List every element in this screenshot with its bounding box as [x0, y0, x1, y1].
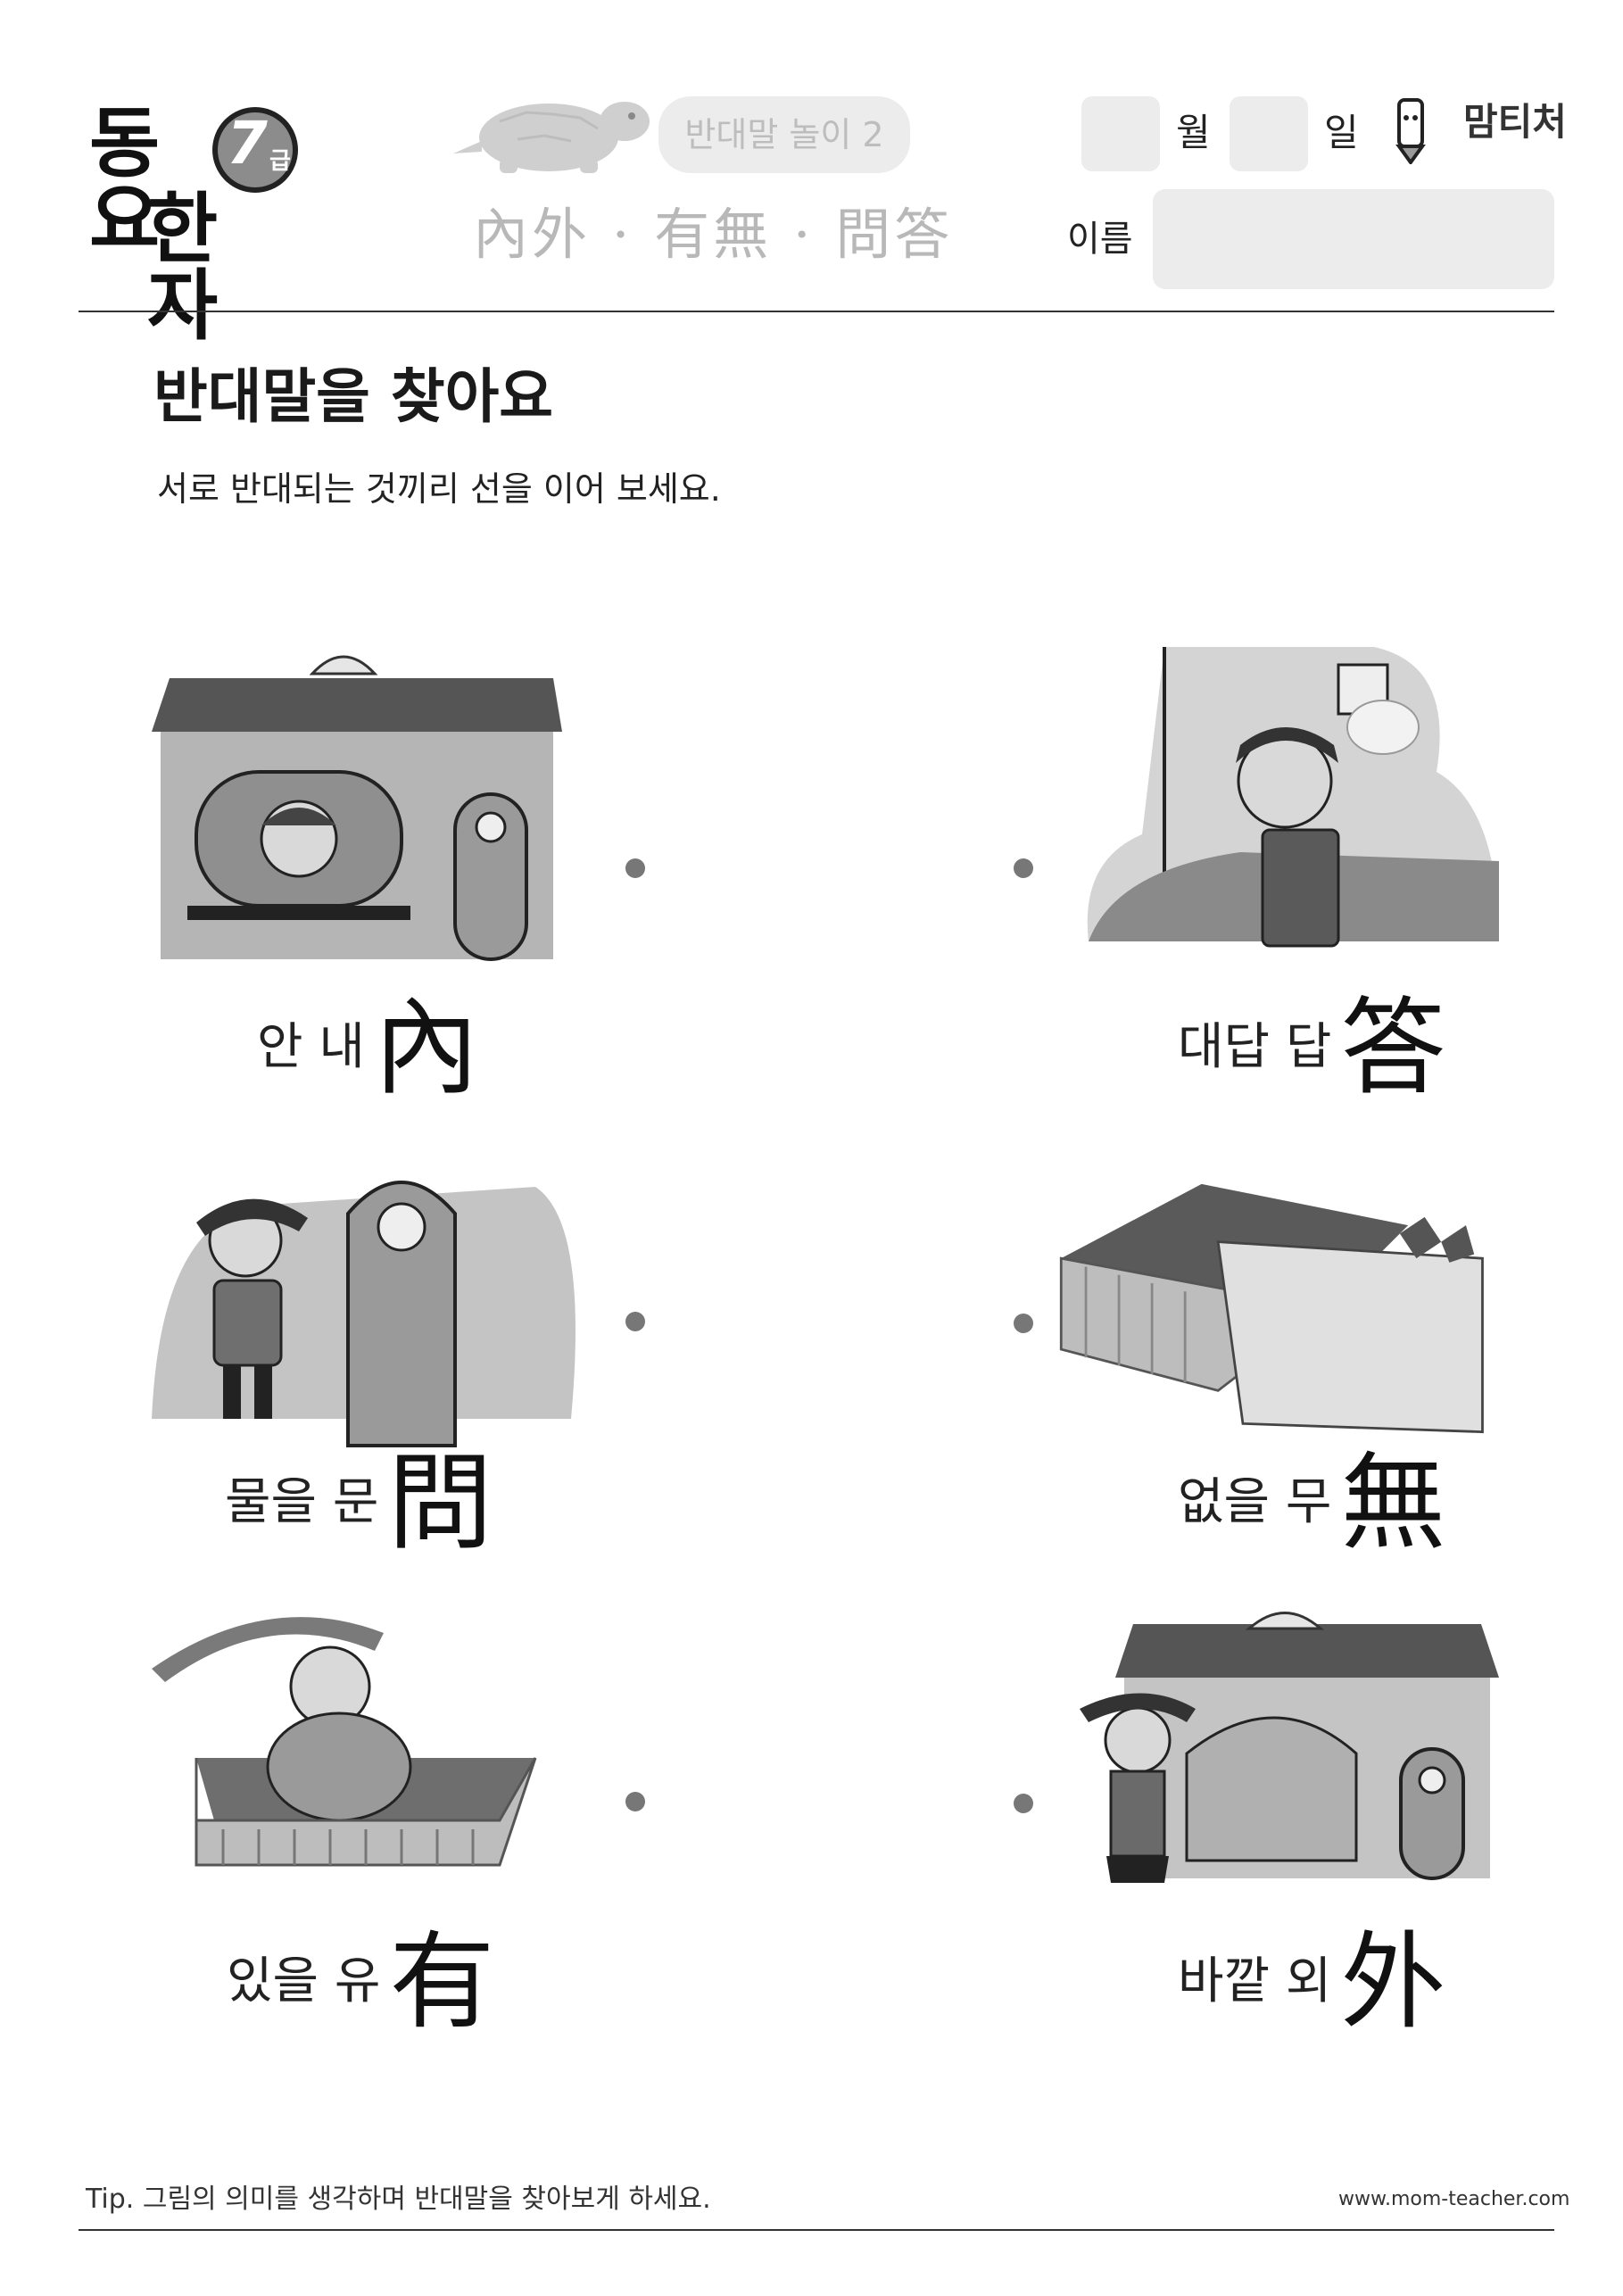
match-dot-right-1[interactable] [1014, 858, 1033, 878]
hanja-character: 問 [387, 1441, 493, 1564]
logo-text-top: 동요 [89, 99, 160, 265]
day-label: 일 [1324, 111, 1359, 154]
logo-text-bottom: 한자 [147, 185, 218, 351]
name-input[interactable] [1153, 189, 1554, 289]
right-label-3: 바깥 외外 [1178, 1929, 1445, 2035]
day-input[interactable] [1230, 96, 1308, 171]
footer-divider [79, 2229, 1554, 2231]
left-label-3: 있을 유有 [227, 1929, 494, 2035]
hanja-character: 答 [1340, 986, 1446, 1109]
match-dot-left-1[interactable] [625, 858, 645, 878]
hanja-character: 有 [389, 1920, 495, 2043]
empty-box-illustration [1059, 1183, 1484, 1434]
child-in-box-illustration [152, 1617, 537, 1867]
match-dot-left-3[interactable] [625, 1792, 645, 1811]
answering-child-illustration [1087, 647, 1499, 948]
task-title: 반대말을 찾아요 [153, 362, 554, 431]
left-label-2: 물을 문問 [225, 1450, 493, 1555]
grade-badge [212, 107, 298, 193]
match-dot-right-3[interactable] [1014, 1794, 1033, 1813]
header-divider [79, 311, 1554, 312]
hanja-title: 內外 · 有無 · 問答 [473, 202, 954, 267]
left-label-1: 안 내內 [257, 995, 479, 1100]
hanja-character: 外 [1340, 1920, 1446, 2043]
month-label: 월 [1176, 111, 1211, 154]
reading-text: 없을 무 [1178, 1473, 1332, 1531]
turtle-icon [453, 102, 650, 173]
hanja-character: 內 [373, 986, 479, 1109]
right-label-2: 없을 무無 [1178, 1450, 1445, 1555]
reading-text: 바깥 외 [1178, 1952, 1332, 2010]
reading-text: 대답 답 [1178, 1018, 1332, 1076]
outside-house-illustration [1080, 1612, 1499, 1883]
hanja-character: 無 [1340, 1441, 1446, 1564]
pencil-mascot-icon [1395, 98, 1426, 164]
tip-text: Tip. 그림의 의미를 생각하며 반대말을 찾아보게 하세요. [86, 2184, 711, 2215]
asking-child-illustration [152, 1181, 576, 1447]
month-input[interactable] [1081, 96, 1160, 171]
name-label: 이름 [1067, 219, 1133, 260]
reading-text: 안 내 [257, 1018, 365, 1076]
grade-number: 7 [227, 109, 268, 178]
match-dot-right-2[interactable] [1014, 1314, 1033, 1333]
task-instruction: 서로 반대되는 것끼리 선을 이어 보세요. [157, 469, 721, 509]
reading-text: 물을 문 [225, 1473, 379, 1531]
reading-text: 있을 유 [227, 1952, 381, 2010]
brand-logo: 맘티처 [1463, 100, 1567, 144]
site-url: www.mom-teacher.com [1338, 2188, 1570, 2210]
right-label-1: 대답 답答 [1178, 995, 1445, 1100]
match-dot-left-2[interactable] [625, 1312, 645, 1331]
inside-house-illustration [152, 655, 562, 961]
subject-title: 반대말 놀이 2 [684, 115, 884, 154]
subject-pill [658, 96, 910, 173]
grade-unit: 급 [269, 148, 291, 175]
